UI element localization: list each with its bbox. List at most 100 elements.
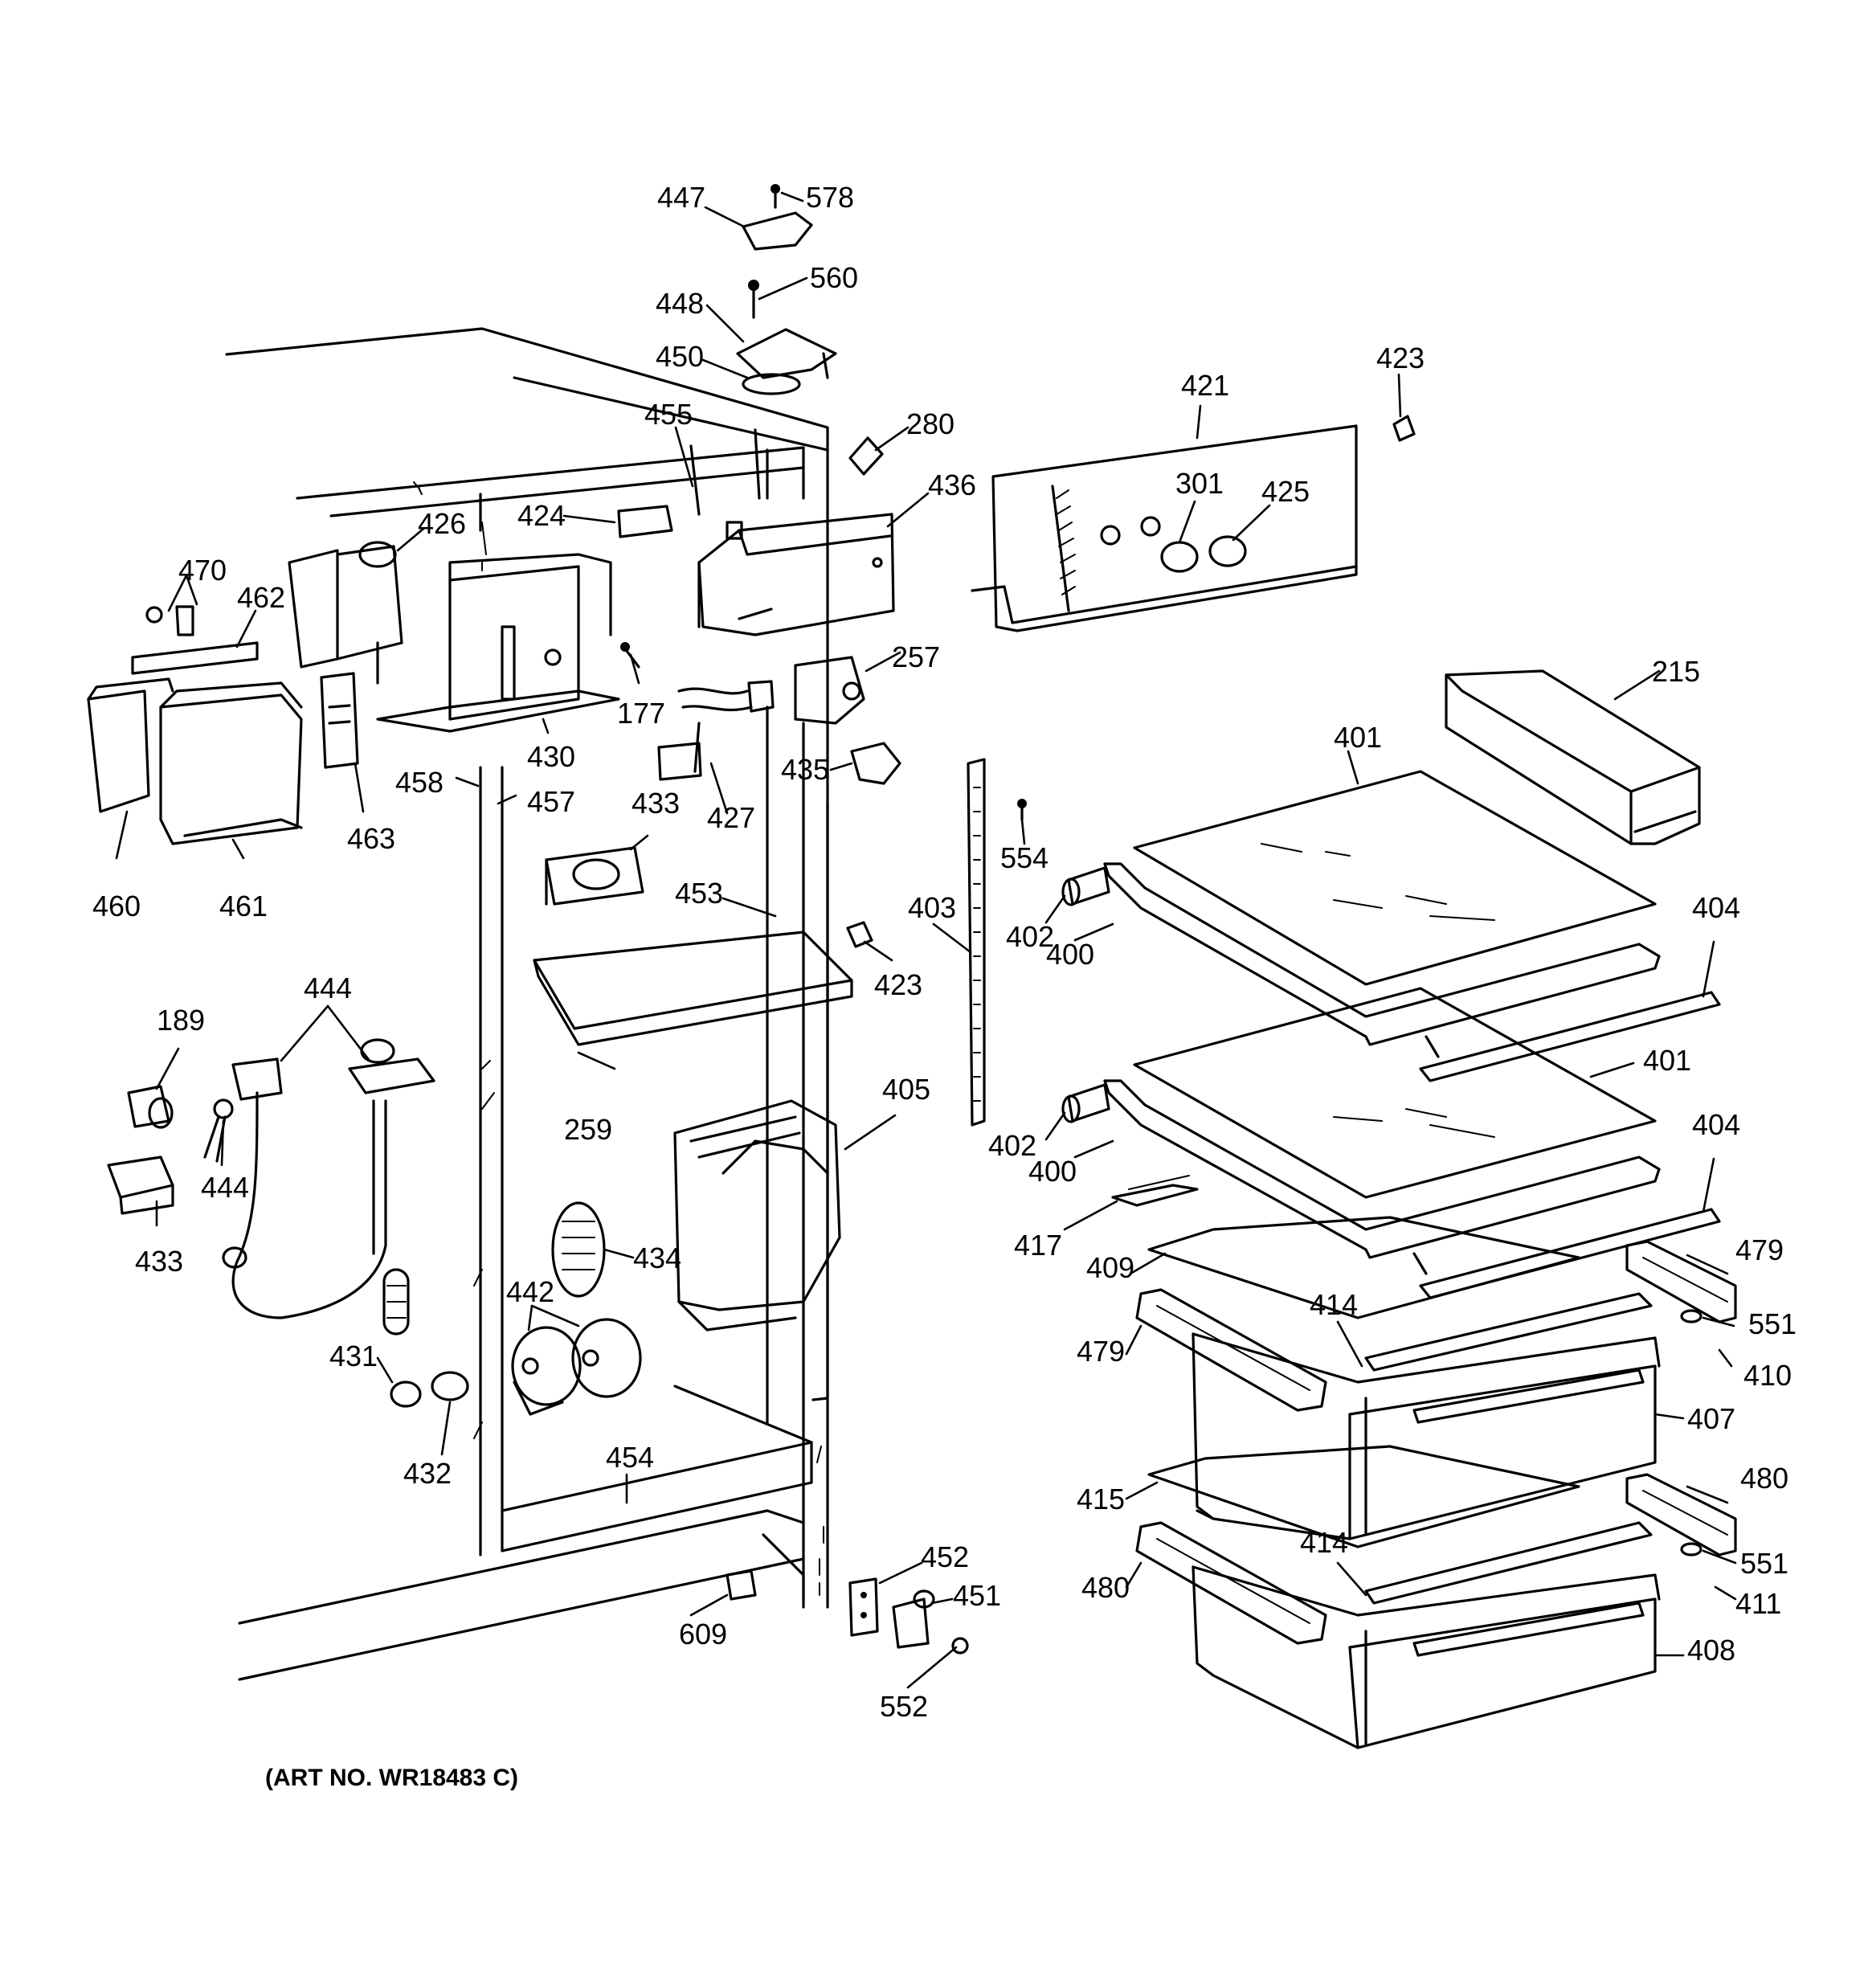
ice-part-426 [288, 549, 339, 669]
callout-404-upper: 404 [1692, 891, 1740, 924]
callout-301: 301 [1175, 467, 1224, 500]
callout-400-upper: 400 [1046, 938, 1094, 971]
damper-442 [511, 1326, 582, 1406]
callout-189: 189 [157, 1004, 205, 1037]
connector-427 [747, 680, 775, 713]
callout-470: 470 [178, 554, 227, 587]
wiring-components [545, 642, 901, 948]
lower-crisper-assembly [1135, 1445, 1737, 1749]
callout-551-lower: 551 [1740, 1547, 1788, 1580]
callout-448: 448 [656, 287, 704, 320]
screw-423-top [1392, 415, 1416, 442]
callout-425: 425 [1261, 475, 1310, 508]
callout-177: 177 [617, 697, 665, 730]
plate-452 [848, 1577, 879, 1637]
callout-404-lower: 404 [1692, 1108, 1740, 1141]
callout-551-upper: 551 [1748, 1307, 1797, 1340]
grommet-431 [382, 1268, 410, 1336]
screw-552 [951, 1637, 969, 1655]
screw-560 [748, 280, 759, 291]
callout-423-top: 423 [1376, 342, 1425, 374]
knob-425 [1208, 535, 1247, 567]
callout-280: 280 [906, 407, 954, 440]
callout-407: 407 [1687, 1402, 1735, 1435]
callout-461: 461 [219, 890, 268, 922]
callout-457: 457 [527, 785, 575, 818]
glass-401-lower [1133, 987, 1657, 1199]
callout-444-lower: 444 [201, 1171, 249, 1204]
cabinet-liner-drawing [225, 327, 829, 1681]
grille-434 [551, 1201, 606, 1298]
callout-458: 458 [395, 766, 444, 799]
callout-479-left: 479 [1077, 1335, 1125, 1368]
bracket-444-left [231, 1057, 283, 1101]
top-hinge-assembly [736, 184, 837, 395]
callout-409: 409 [1086, 1251, 1134, 1284]
screw-578 [771, 184, 780, 194]
bottom-hinge-assembly [726, 1569, 969, 1655]
fan-433 [545, 846, 644, 906]
callout-609: 609 [679, 1618, 727, 1651]
callout-labels: 447 578 560 448 450 455 280 421 423 301 … [92, 181, 1797, 1723]
screw-551-upper [1680, 1309, 1703, 1323]
callout-423-mid: 423 [874, 968, 922, 1001]
cover-409 [1147, 1216, 1580, 1319]
screw-551-lower [1680, 1542, 1703, 1556]
callout-480-left: 480 [1081, 1571, 1130, 1604]
callout-259: 259 [564, 1113, 612, 1146]
callout-433-fan: 433 [632, 787, 680, 820]
clip-435 [850, 742, 901, 785]
air-duct-436 [617, 436, 895, 636]
callout-415: 415 [1077, 1483, 1125, 1516]
callout-479-right: 479 [1735, 1233, 1784, 1266]
callout-434: 434 [633, 1241, 681, 1274]
callout-430: 430 [527, 740, 575, 773]
part-609 [726, 1569, 757, 1601]
shim-450 [742, 373, 801, 395]
cover-415 [1147, 1445, 1580, 1548]
art-number: (ART NO. WR18483 C) [265, 1765, 519, 1791]
trim-404-lower [1419, 1208, 1721, 1299]
bracket-402-upper [1067, 866, 1110, 906]
part-280 [848, 436, 884, 476]
callout-444-upper: 444 [304, 972, 352, 1004]
callout-215: 215 [1652, 655, 1700, 688]
callout-554: 554 [1000, 841, 1048, 874]
callout-417: 417 [1014, 1229, 1062, 1262]
control-housing-421 [971, 415, 1416, 632]
slide-480-left [1135, 1521, 1327, 1645]
shelf-ladder-403 [967, 758, 1027, 1127]
screw-423-mid [846, 921, 873, 948]
duct-405 [673, 1099, 841, 1311]
callout-450: 450 [656, 340, 704, 373]
upper-crisper-assembly [1111, 1175, 1737, 1540]
timer-257 [794, 656, 865, 725]
callout-455: 455 [644, 398, 693, 431]
slide-480-right [1625, 1473, 1737, 1556]
upper-shelf-assembly [1061, 770, 1721, 1082]
knob-301 [1160, 541, 1199, 573]
rail-414-lower [1364, 1521, 1653, 1605]
callout-442: 442 [506, 1275, 554, 1308]
callout-463: 463 [347, 822, 395, 855]
trim-404-upper [1419, 991, 1721, 1082]
bracket-433-left [107, 1156, 174, 1199]
callout-560: 560 [810, 261, 858, 294]
callout-426: 426 [418, 507, 466, 540]
callout-400-lower: 400 [1028, 1155, 1077, 1188]
callout-578: 578 [806, 181, 854, 214]
callout-402-upper: 402 [1006, 920, 1054, 953]
support-417 [1111, 1184, 1199, 1207]
bracket-444-right [348, 1057, 435, 1094]
callout-460: 460 [92, 890, 141, 922]
callout-403: 403 [908, 891, 956, 924]
callout-480-right: 480 [1740, 1462, 1788, 1495]
callout-411: 411 [1735, 1587, 1781, 1620]
callout-414-upper: 414 [1310, 1288, 1358, 1321]
callout-401-upper: 401 [1334, 721, 1382, 754]
callout-414-lower: 414 [1300, 1526, 1348, 1559]
left-control-components [87, 541, 620, 845]
callout-410: 410 [1743, 1359, 1792, 1392]
center-components [511, 931, 853, 1416]
